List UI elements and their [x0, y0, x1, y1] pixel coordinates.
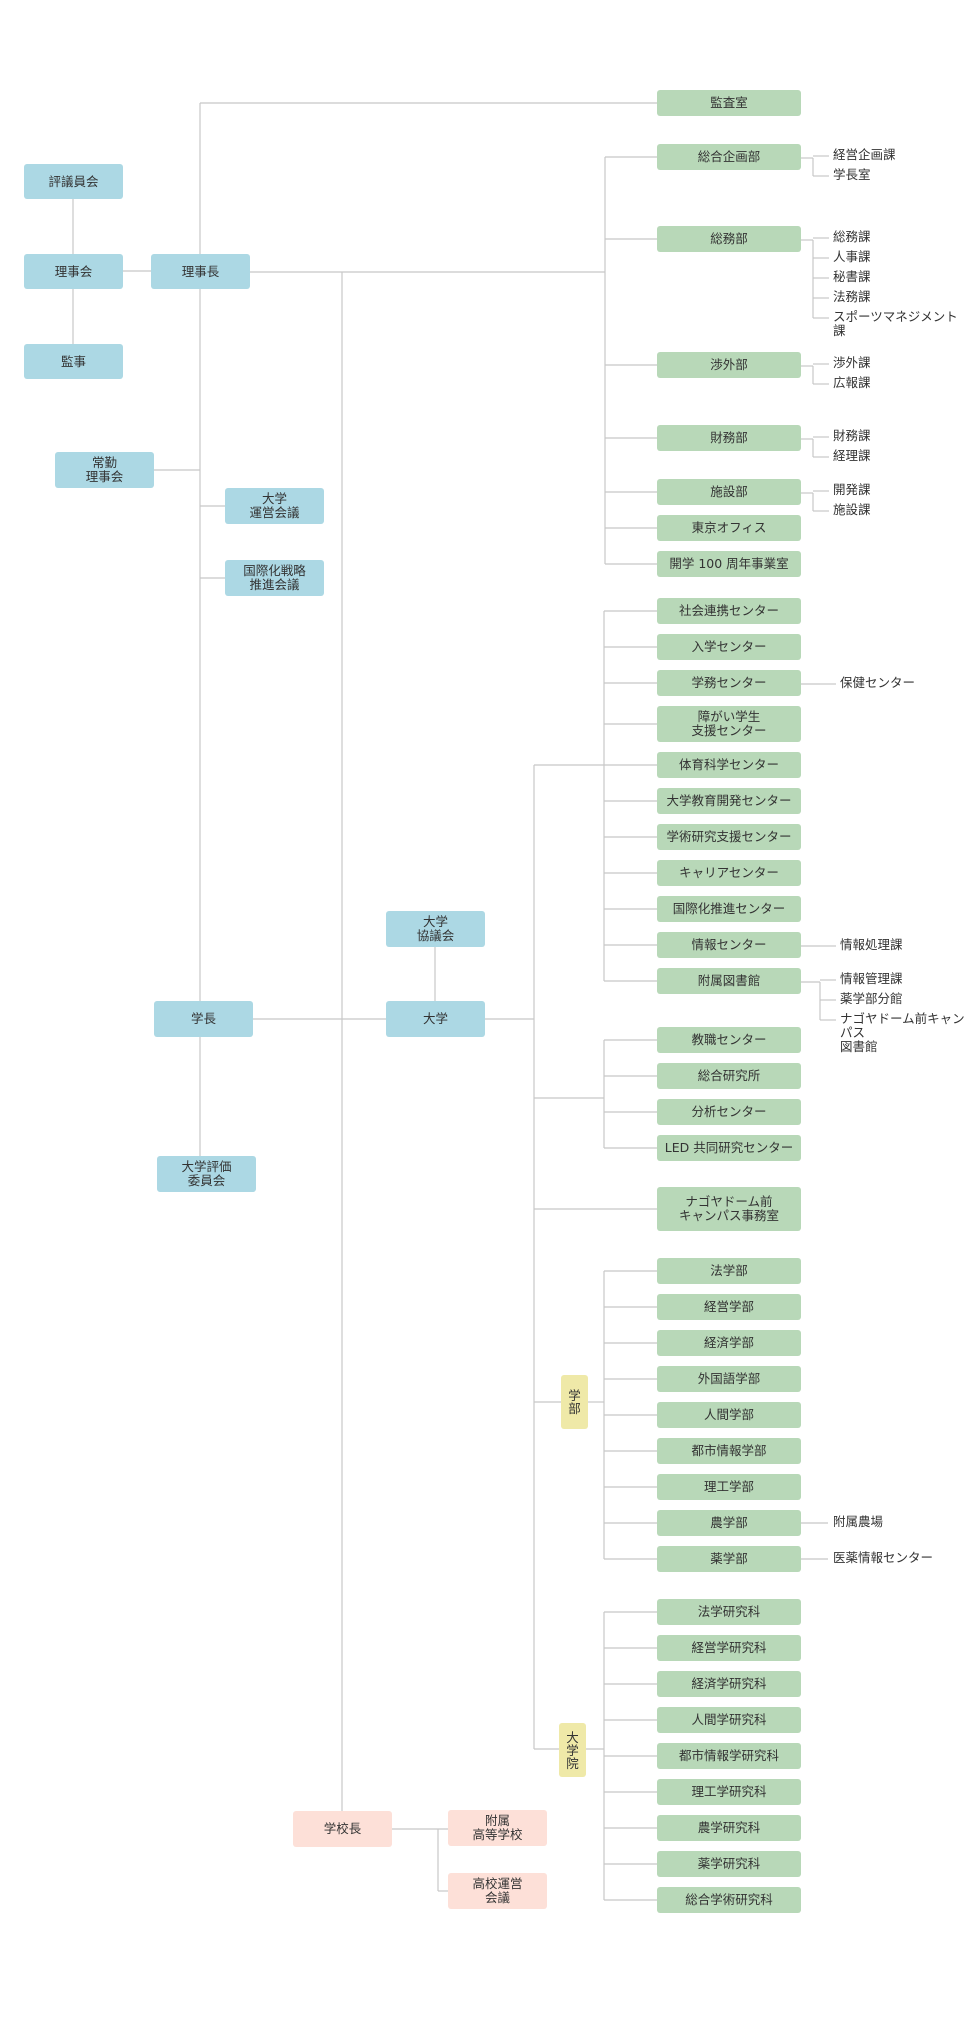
- research-unit-box: 教職センター: [657, 1027, 801, 1053]
- faculty-box: 経済学部: [657, 1330, 801, 1356]
- box-hyogiinkai: 評議員会: [24, 164, 123, 199]
- admin-dept-box: 監査室: [657, 90, 801, 116]
- center-box: キャリアセンター: [657, 860, 801, 886]
- box-rijikai: 理事会: [24, 254, 123, 289]
- box-daigaku-kyogikai: 大学 協議会: [386, 911, 485, 947]
- admin-dept-sub-item: 総務課: [833, 229, 871, 244]
- graduate-box: 理工学研究科: [657, 1779, 801, 1805]
- admin-dept-box: 財務部: [657, 425, 801, 451]
- faculty-box: 理工学部: [657, 1474, 801, 1500]
- center-box: 学術研究支援センター: [657, 824, 801, 850]
- box-daigaku: 大学: [386, 1001, 485, 1037]
- center-sub-item: ナゴヤドーム前キャンパス 図書館: [840, 1011, 965, 1054]
- box-rijicho: 理事長: [151, 254, 250, 289]
- center-sub-item: 薬学部分館: [840, 991, 903, 1006]
- admin-dept-sub-item: 経理課: [833, 448, 871, 463]
- box-daigaku-unei-kaigi: 大学 運営会議: [225, 488, 324, 524]
- campus-office-box: ナゴヤドーム前 キャンパス事務室: [657, 1187, 801, 1231]
- center-box: 障がい学生 支援センター: [657, 706, 801, 742]
- box-koko-unei-kaigi: 高校運営 会議: [448, 1873, 547, 1909]
- faculty-box: 都市情報学部: [657, 1438, 801, 1464]
- graduate-box: 薬学研究科: [657, 1851, 801, 1877]
- faculty-box: 人間学部: [657, 1402, 801, 1428]
- center-sub-item: 保健センター: [840, 675, 916, 690]
- graduate-box: 経済学研究科: [657, 1671, 801, 1697]
- admin-dept-sub-item: スポーツマネジメント課: [833, 309, 958, 338]
- admin-dept-box: 総合企画部: [657, 144, 801, 170]
- faculty-box: 外国語学部: [657, 1366, 801, 1392]
- graduate-box: 経営学研究科: [657, 1635, 801, 1661]
- box-jokin-rijikai: 常勤 理事会: [55, 452, 154, 488]
- admin-dept-sub-item: 広報課: [833, 375, 871, 390]
- center-box: 体育科学センター: [657, 752, 801, 778]
- center-box: 国際化推進センター: [657, 896, 801, 922]
- box-kanji: 監事: [24, 344, 123, 379]
- box-gakkocho: 学校長: [293, 1811, 392, 1847]
- admin-dept-sub-item: 法務課: [833, 289, 871, 304]
- graduate-box: 人間学研究科: [657, 1707, 801, 1733]
- research-unit-box: 総合研究所: [657, 1063, 801, 1089]
- graduate-box: 総合学術研究科: [657, 1887, 801, 1913]
- box-fuzoku-koko: 附属 高等学校: [448, 1810, 547, 1846]
- admin-dept-sub-item: 開発課: [833, 482, 871, 497]
- admin-dept-sub-item: 学長室: [833, 167, 871, 182]
- admin-dept-sub-item: 財務課: [833, 428, 871, 443]
- center-sub-item: 情報処理課: [840, 937, 903, 952]
- admin-dept-box: 施設部: [657, 479, 801, 505]
- center-box: 情報センター: [657, 932, 801, 958]
- admin-dept-sub-item: 施設課: [833, 502, 871, 517]
- admin-dept-sub-item: 人事課: [833, 249, 871, 264]
- box-daigaku-hyoka: 大学評価 委員会: [157, 1156, 256, 1192]
- box-kokusaika-senryaku: 国際化戦略 推進会議: [225, 560, 324, 596]
- research-unit-box: LED 共同研究センター: [657, 1135, 801, 1161]
- admin-dept-box: 総務部: [657, 226, 801, 252]
- graduate-box: 都市情報学研究科: [657, 1743, 801, 1769]
- center-box: 社会連携センター: [657, 598, 801, 624]
- center-box: 附属図書館: [657, 968, 801, 994]
- faculty-box: 経営学部: [657, 1294, 801, 1320]
- graduate-box: 法学研究科: [657, 1599, 801, 1625]
- box-graduate-label: 大 学 院: [559, 1723, 586, 1777]
- box-gakucho: 学長: [154, 1001, 253, 1037]
- admin-dept-box: 渉外部: [657, 352, 801, 378]
- faculty-sub-item: 医薬情報センター: [833, 1550, 934, 1565]
- box-faculties-label: 学 部: [561, 1375, 588, 1429]
- center-box: 学務センター: [657, 670, 801, 696]
- admin-dept-box: 東京オフィス: [657, 515, 801, 541]
- center-box: 入学センター: [657, 634, 801, 660]
- center-box: 大学教育開発センター: [657, 788, 801, 814]
- faculty-box: 薬学部: [657, 1546, 801, 1572]
- faculty-box: 法学部: [657, 1258, 801, 1284]
- admin-dept-sub-item: 秘書課: [833, 269, 871, 284]
- research-unit-box: 分析センター: [657, 1099, 801, 1125]
- center-sub-item: 情報管理課: [840, 971, 903, 986]
- faculty-sub-item: 附属農場: [833, 1514, 884, 1529]
- admin-dept-box: 開学 100 周年事業室: [657, 551, 801, 577]
- faculty-box: 農学部: [657, 1510, 801, 1536]
- admin-dept-sub-item: 渉外課: [833, 355, 871, 370]
- graduate-box: 農学研究科: [657, 1815, 801, 1841]
- admin-dept-sub-item: 経営企画課: [833, 147, 896, 162]
